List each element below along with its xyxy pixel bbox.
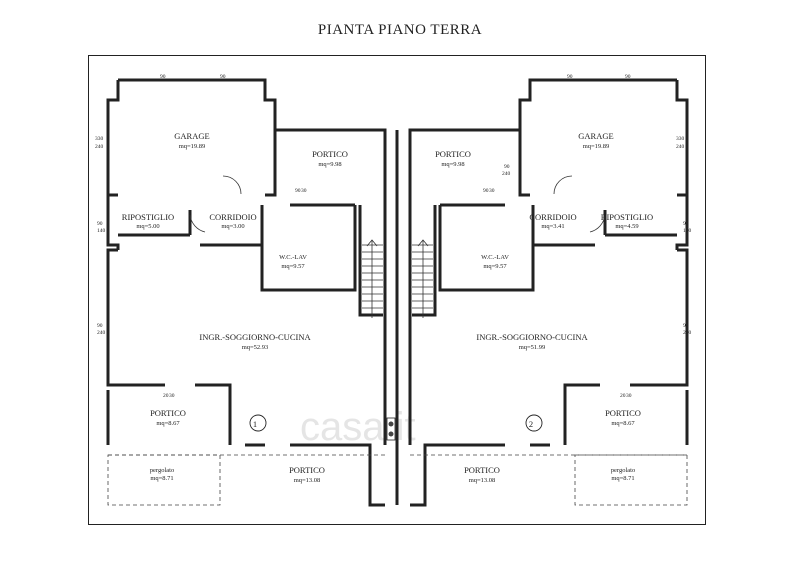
dim-label: 90 (97, 221, 103, 227)
dim-label: 90 (683, 323, 689, 329)
room-area: mq=8.67 (611, 420, 635, 427)
dim-label: 140 (97, 228, 106, 234)
dim-label: 140 (683, 228, 692, 234)
room-name: GARAGE (174, 131, 209, 141)
unit-1-marker (249, 414, 267, 432)
dim-label: 90 (97, 323, 103, 329)
dim-label: 20 (163, 393, 169, 399)
drawing-frame (88, 55, 706, 525)
room-area: mq=13.08 (294, 477, 321, 484)
dim-label: 30 (169, 393, 175, 399)
room-area: mq=9.57 (281, 263, 305, 270)
meter-box (386, 417, 396, 441)
dim-label: 90 (683, 221, 689, 227)
room-area: mq=3.00 (221, 223, 244, 230)
walls-unit-1 (106, 78, 387, 507)
room-area: mq=19.89 (179, 143, 206, 150)
room-area: mq=8.67 (156, 420, 180, 427)
room-area: mq=9.98 (318, 161, 341, 168)
dim-label: 90 (504, 164, 510, 170)
room-name: RIPOSTIGLIO (601, 212, 653, 222)
dim-label: 30 (301, 188, 307, 194)
room-name: PORTICO (289, 465, 325, 475)
room-area: mq=4.59 (615, 223, 638, 230)
door-swings (189, 175, 606, 233)
plan-title: PIANTA PIANO TERRA (317, 22, 483, 38)
dim-label: 240 (95, 144, 104, 150)
dim-label: 90 (160, 74, 166, 80)
room-area: mq=52.93 (242, 344, 269, 351)
dim-label: 90 (295, 188, 301, 194)
room-area: mq=19.89 (583, 143, 610, 150)
room-name: INGR.-SOGGIORNO-CUCINA (476, 332, 588, 342)
dim-label: 30 (626, 393, 632, 399)
unit-number: 1 (253, 419, 257, 429)
room-area: mq=3.41 (541, 223, 564, 230)
unit-2-marker (525, 414, 543, 432)
room-name: CORRIDOIO (209, 212, 256, 222)
room-name: PORTICO (150, 408, 186, 418)
dim-label: 90 (567, 74, 573, 80)
unit-number: 2 (529, 419, 533, 429)
room-name: CORRIDOIO (529, 212, 576, 222)
room-area: mq=8.71 (150, 475, 173, 482)
dim-label: 240 (97, 330, 106, 336)
room-name: pergolato (150, 467, 174, 474)
room-name: GARAGE (578, 131, 613, 141)
dim-label: 330 (676, 136, 685, 142)
room-area: mq=13.08 (469, 477, 496, 484)
room-area: mq=8.71 (611, 475, 634, 482)
room-name: pergolato (611, 467, 635, 474)
room-area: mq=5.00 (136, 223, 159, 230)
dim-label: 240 (676, 144, 685, 150)
dim-label: 90 (483, 188, 489, 194)
dim-label: 30 (489, 188, 495, 194)
meter-icon (388, 421, 394, 427)
room-name: PORTICO (312, 149, 348, 159)
dim-label: 20 (620, 393, 626, 399)
room-name: W.C.-LAV (279, 254, 307, 261)
dim-label: 240 (502, 171, 511, 177)
dimension-labels: 330 240 330 240 90 140 90 140 90 240 90 … (95, 74, 692, 399)
room-name: PORTICO (435, 149, 471, 159)
room-area: mq=9.98 (441, 161, 464, 168)
stairs-unit-1 (362, 239, 383, 318)
room-area: mq=9.57 (483, 263, 507, 270)
dim-label: 90 (220, 74, 226, 80)
room-name: RIPOSTIGLIO (122, 212, 174, 222)
room-name: W.C.-LAV (481, 254, 509, 261)
room-name: INGR.-SOGGIORNO-CUCINA (199, 332, 311, 342)
dim-label: 90 (625, 74, 631, 80)
stairs-unit-2 (412, 239, 433, 318)
dim-label: 330 (95, 136, 104, 142)
room-name: PORTICO (464, 465, 500, 475)
dim-label: 240 (683, 330, 692, 336)
room-area: mq=51.99 (519, 344, 546, 351)
room-name: PORTICO (605, 408, 641, 418)
meter-icon (388, 431, 394, 437)
walls-unit-2 (408, 78, 689, 507)
